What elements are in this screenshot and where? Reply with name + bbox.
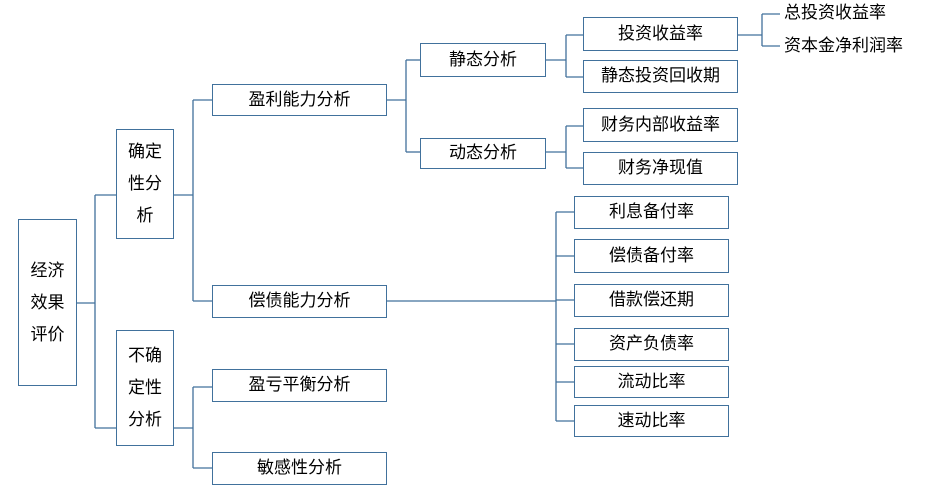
node-interest-coverage-ratio: 利息备付率 bbox=[574, 196, 729, 229]
root-line-2: 效果 bbox=[30, 292, 65, 313]
node-current-ratio: 流动比率 bbox=[574, 366, 729, 398]
node-breakeven-analysis: 盈亏平衡分析 bbox=[212, 369, 387, 402]
node-asset-liability-ratio: 资产负债率 bbox=[574, 328, 729, 361]
node-static-analysis: 静态分析 bbox=[420, 43, 546, 77]
node-dynamic-analysis: 动态分析 bbox=[420, 138, 546, 169]
certainty-line-2: 性分 bbox=[128, 174, 162, 194]
certainty-line-1: 确定 bbox=[128, 142, 162, 162]
label-return-on-equity: 资本金净利润率 bbox=[784, 36, 903, 56]
root-line-3: 评价 bbox=[30, 324, 65, 345]
node-solvency-analysis: 偿债能力分析 bbox=[212, 285, 387, 318]
root-line-1: 经济 bbox=[30, 260, 65, 281]
uncertainty-line-1: 不确 bbox=[128, 346, 162, 366]
node-sensitivity-analysis: 敏感性分析 bbox=[212, 452, 387, 485]
uncertainty-line-2: 定性 bbox=[128, 378, 162, 398]
uncertainty-line-3: 分析 bbox=[128, 410, 162, 430]
root-node-economic-evaluation: 经济 效果 评价 bbox=[18, 219, 77, 386]
node-static-payback-period: 静态投资回收期 bbox=[583, 60, 738, 93]
label-total-investment-return-rate: 总投资收益率 bbox=[784, 3, 886, 23]
node-debt-service-coverage-ratio: 偿债备付率 bbox=[574, 239, 729, 273]
node-return-on-investment: 投资收益率 bbox=[583, 17, 738, 51]
node-loan-payback-period: 借款偿还期 bbox=[574, 284, 729, 317]
node-profitability-analysis: 盈利能力分析 bbox=[212, 84, 387, 116]
node-uncertainty-analysis: 不确 定性 分析 bbox=[116, 330, 174, 446]
node-financial-irr: 财务内部收益率 bbox=[583, 108, 738, 142]
node-financial-npv: 财务净现值 bbox=[583, 152, 738, 185]
node-certainty-analysis: 确定 性分 析 bbox=[116, 129, 174, 239]
node-quick-ratio: 速动比率 bbox=[574, 405, 729, 437]
certainty-line-3: 析 bbox=[136, 206, 154, 226]
